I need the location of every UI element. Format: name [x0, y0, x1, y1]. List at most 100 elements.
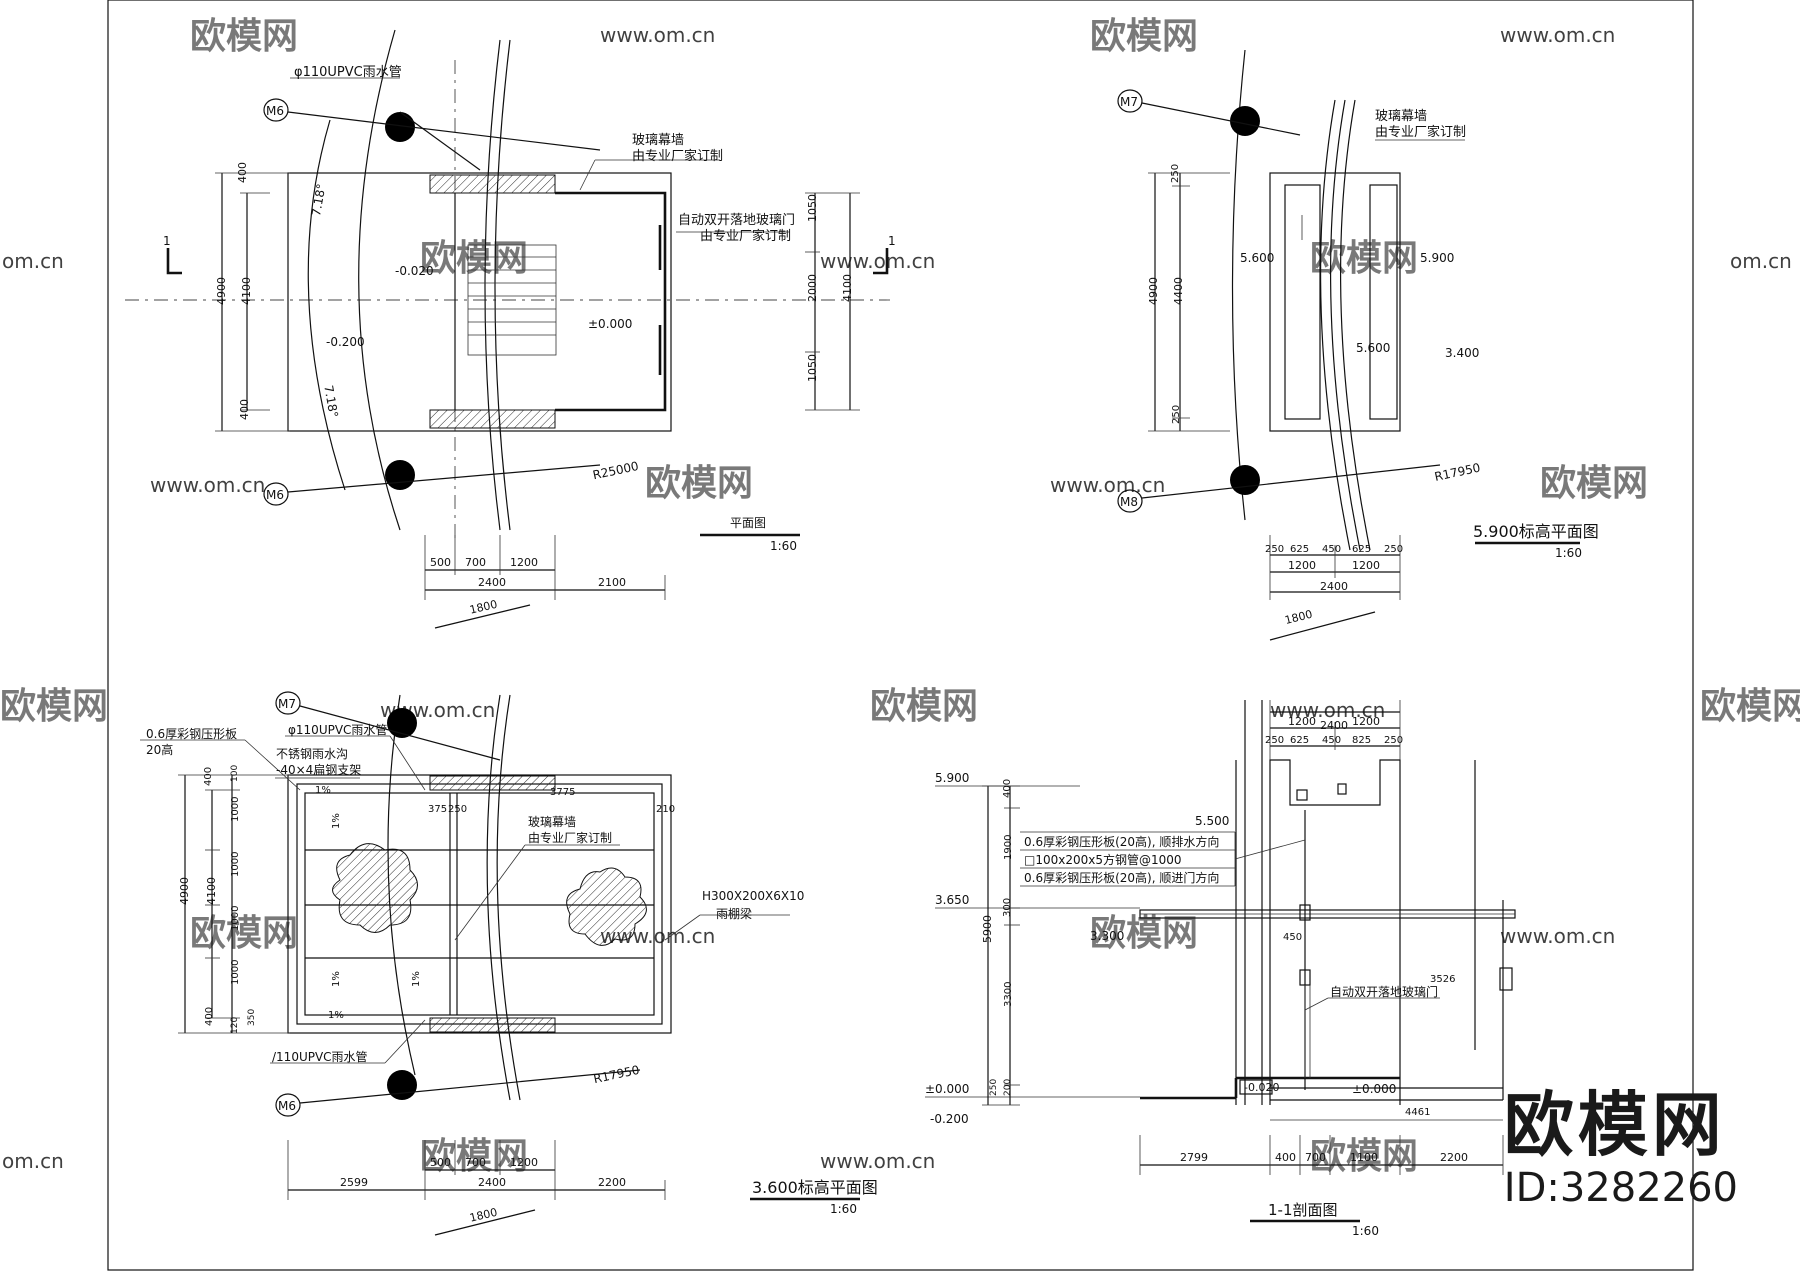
dim-label: 250 — [1171, 405, 1182, 424]
watermark-url: www.om.cn — [600, 23, 715, 47]
sheet-border — [107, 0, 1694, 1271]
watermark-url: www.om.cn — [1500, 23, 1615, 47]
dim-label: 250 — [1170, 164, 1181, 183]
dim-label: 1800 — [468, 1206, 498, 1225]
dim-label: 400 — [236, 162, 249, 183]
model-id: ID:3282260 — [1503, 1165, 1738, 1211]
slope-label: 1% — [315, 785, 331, 796]
section-mark: 1 — [888, 234, 896, 248]
dim-label: 120 — [230, 1017, 240, 1034]
dim-label: 400 — [1275, 1151, 1296, 1164]
dim-label: 100 — [230, 765, 240, 782]
watermark-brand: 欧模网 — [1540, 463, 1648, 504]
note-door: 自动双开落地玻璃门 — [678, 213, 795, 228]
dim-label: 300 — [1002, 898, 1013, 917]
note-canopy-sheet: 0.6厚彩钢压形板(20高), 顺进门方向 — [1024, 870, 1219, 885]
note-glass-wall: 玻璃幕墙 — [632, 133, 684, 148]
dim-label: 2400 — [478, 1176, 506, 1189]
watermark-url: om.cn — [1730, 249, 1792, 273]
note-beam: H300X200X6X10 — [702, 889, 804, 903]
radius-label: R25000 — [591, 459, 639, 482]
dim-label: 1200 — [1352, 715, 1380, 728]
dim-label: 250 — [1265, 735, 1284, 746]
dim-label: 1050 — [806, 194, 819, 222]
dim-label: 400 — [238, 399, 251, 420]
column-marker — [385, 460, 415, 490]
axis-label: M6 — [266, 488, 284, 502]
dim-label: 2200 — [1440, 1151, 1468, 1164]
note-steel-sheet-height: 20高 — [146, 742, 173, 757]
level-label: 5.600 — [1240, 251, 1274, 265]
watermark-layer: 欧模网 欧模网 欧模网 欧模网 欧模网 欧模网 欧模网 欧模网 欧模网 欧模网 … — [0, 16, 1800, 1177]
watermark-brand: 欧模网 — [1700, 686, 1800, 727]
dim-label: 3526 — [1430, 974, 1455, 985]
dim-label: 4900 — [215, 277, 228, 305]
dim-label: 450 — [1322, 735, 1341, 746]
note-glass-wall-vendor: 由专业厂家订制 — [1375, 124, 1466, 140]
watermark-url: om.cn — [2, 1149, 64, 1173]
level-label: 5.900 — [1420, 251, 1454, 265]
dim-label: 1000 — [230, 960, 241, 985]
drawing-scale: 1:60 — [1555, 546, 1582, 560]
watermark-url: www.om.cn — [1050, 473, 1165, 497]
slope-label: 1% — [328, 1010, 344, 1021]
dim-label: 2400 — [478, 576, 506, 589]
level-label: 5.500 — [1195, 814, 1229, 828]
dim-label: 1200 — [1288, 715, 1316, 728]
dim-label: 1900 — [1003, 835, 1014, 860]
dim-label: 250 — [1265, 544, 1284, 555]
slope-label: 1% — [411, 971, 422, 987]
note-gutter: 不锈钢雨水沟 — [276, 747, 348, 761]
dim-label: 1000 — [230, 852, 241, 877]
dim-label: 1200 — [1352, 559, 1380, 572]
level-label: -0.020 — [1244, 1081, 1279, 1094]
panel-canopy-plan: M7 M6 0.6厚彩钢压形板 20高 φ110UPVC雨水管 不锈钢雨水沟 -… — [140, 691, 878, 1236]
panel-section: 0.6厚彩钢压形板(20高), 顺排水方向 □100x200x5方钢管@1000… — [925, 700, 1516, 1238]
watermark-url: www.om.cn — [150, 473, 265, 497]
dim-label: 250 — [448, 804, 467, 815]
dim-label: 350 — [247, 1009, 257, 1026]
note-gutter-bracket: -40×4扁钢支架 — [276, 763, 361, 777]
dim-label: 200 — [1003, 1079, 1013, 1096]
dim-label: 4900 — [178, 877, 191, 905]
dim-label: 625 — [1290, 735, 1309, 746]
dim-label: 1800 — [1283, 608, 1313, 627]
dim-label: 400 — [1002, 779, 1013, 798]
dim-label: 375 — [428, 804, 447, 815]
dim-label: 400 — [203, 767, 214, 786]
dim-label: 2100 — [598, 576, 626, 589]
level-label: 3.650 — [935, 893, 969, 907]
slope-label: 7.18° — [321, 384, 340, 419]
watermark-brand: 欧模网 — [0, 686, 108, 727]
level-label: 5.900 — [935, 771, 969, 785]
drawing-scale: 1:60 — [830, 1202, 857, 1216]
note-door-vendor: 由专业厂家订制 — [700, 228, 791, 244]
note-pipe: φ110UPVC雨水管 — [288, 722, 387, 737]
watermark-brand: 欧模网 — [190, 16, 298, 57]
axis-label: M6 — [278, 1099, 296, 1113]
drawing-title: 1-1剖面图 — [1268, 1201, 1338, 1219]
axis-label: M6 — [266, 104, 284, 118]
dim-label: 625 — [1290, 544, 1309, 555]
watermark-brand: 欧模网 — [870, 686, 978, 727]
level-label: 3.300 — [1090, 929, 1124, 943]
dim-label: 3775 — [550, 787, 575, 798]
watermark-url: www.om.cn — [820, 249, 935, 273]
dim-label: 1200 — [510, 1156, 538, 1169]
dim-label: 2599 — [340, 1176, 368, 1189]
dim-label: 250 — [1384, 735, 1403, 746]
axis-label: M7 — [1120, 95, 1138, 109]
dim-label: 500 — [430, 1156, 451, 1169]
note-door: 自动双开落地玻璃门 — [1330, 984, 1438, 999]
dim-label: 2799 — [1180, 1151, 1208, 1164]
brand-name: 欧模网 — [1503, 1084, 1726, 1166]
axis-label: M7 — [278, 697, 296, 711]
dim-label: 2000 — [806, 274, 819, 302]
note-glass-wall: 玻璃幕墙 — [528, 815, 576, 829]
note-glass-wall: 玻璃幕墙 — [1375, 109, 1427, 124]
panel-roof-plan: M7 M8 玻璃幕墙 由专业厂家订制 5.600 5.900 5.600 3.4… — [1117, 49, 1599, 641]
level-label: ±0.000 — [588, 317, 632, 331]
note-roof-sheet: 0.6厚彩钢压形板(20高), 顺排水方向 — [1024, 834, 1219, 849]
note-glass-wall-vendor: 由专业厂家订制 — [632, 148, 723, 164]
